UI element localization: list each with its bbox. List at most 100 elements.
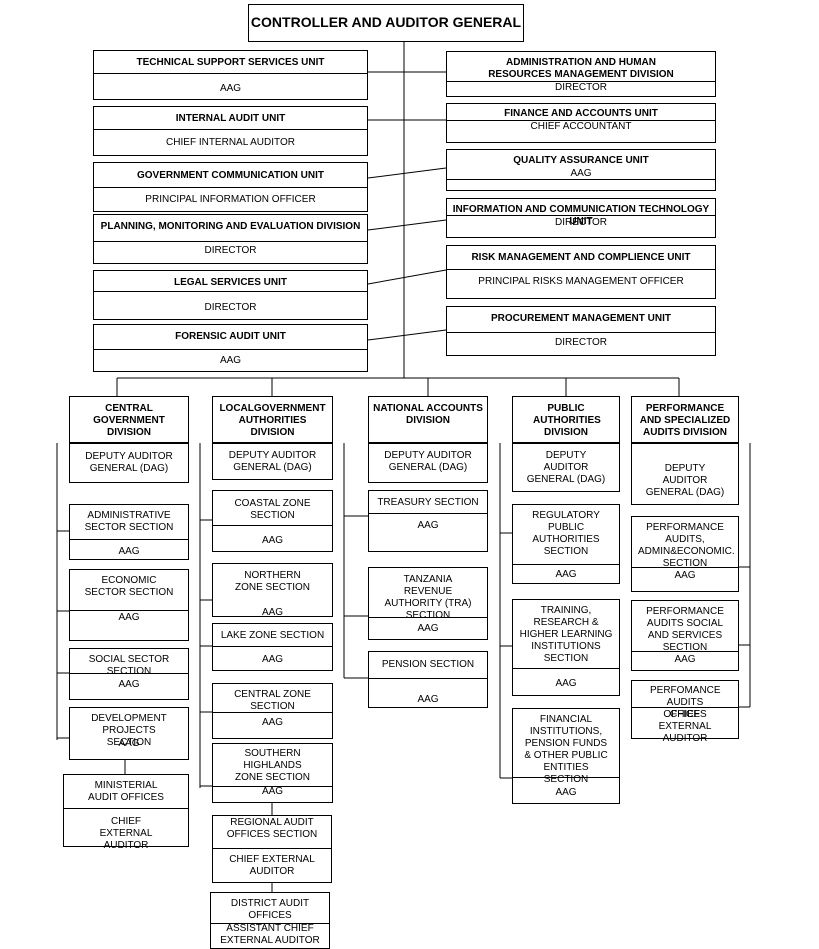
performance-dag-box: DEPUTY AUDITOR GENERAL (DAG) — [631, 443, 739, 505]
public-section-regulatory: REGULATORY PUBLIC AUTHORITIES SECTION AA… — [512, 504, 620, 584]
section-name: PERFOMANCE AUDITS OFFICES — [650, 685, 721, 720]
dag-label: DEPUTY AUDITOR GENERAL (DAG) — [85, 451, 173, 474]
unit-head: AAG — [219, 83, 242, 94]
dag-label: DEPUTY AUDITOR GENERAL (DAG) — [228, 450, 317, 473]
office-head: ASSISTANT CHIEF EXTERNAL AUDITOR — [220, 923, 320, 946]
division-performance-specialized: PERFORMANCE AND SPECIALIZED AUDITS DIVIS… — [631, 396, 739, 443]
section-name: PENSION SECTION — [381, 659, 475, 670]
division-public-authorities: PUBLIC AUTHORITIES DIVISION — [512, 396, 620, 443]
division-name: LOCALGOVERNMENT AUTHORITIES DIVISION — [219, 403, 326, 438]
section-divider — [632, 567, 738, 568]
unit-divider — [94, 73, 367, 74]
local-dag-box: DEPUTY AUDITOR GENERAL (DAG) — [212, 443, 333, 480]
performance-section-social-services: PERFORMANCE AUDITS SOCIAL AND SERVICES S… — [631, 600, 739, 671]
national-dag-box: DEPUTY AUDITOR GENERAL (DAG) — [368, 443, 488, 483]
unit-name: RISK MANAGEMENT AND COMPLIENCE UNIT — [471, 252, 691, 263]
section-name: CENTRAL ZONE SECTION — [234, 689, 311, 712]
section-head: AAG — [555, 678, 577, 689]
national-section-treasury: TREASURY SECTION AAG — [368, 490, 488, 552]
central-dag-box: DEPUTY AUDITOR GENERAL (DAG) — [69, 443, 189, 483]
section-divider — [369, 513, 487, 514]
regional-audit-offices: REGIONAL AUDIT OFFICES SECTION CHIEF EXT… — [212, 815, 332, 883]
section-name: TRAINING, RESEARCH & HIGHER LEARNING INS… — [519, 605, 613, 664]
dag-label: DEPUTY AUDITOR GENERAL (DAG) — [384, 450, 472, 473]
section-divider — [513, 777, 619, 778]
office-head: CHIEF EXTERNAL AUDITOR — [99, 816, 153, 851]
central-section-administrative: ADMINISTRATIVE SECTOR SECTION AAG — [69, 504, 189, 560]
section-head: CHIEF EXTERNAL AUDITOR — [658, 709, 712, 744]
unit-divider — [447, 120, 715, 121]
section-name: REGULATORY PUBLIC AUTHORITIES SECTION — [532, 510, 600, 557]
unit-name: FINANCE AND ACCOUNTS UNIT — [504, 108, 658, 119]
local-section-central-zone: CENTRAL ZONE SECTION AAG — [212, 683, 333, 739]
office-divider — [211, 923, 329, 924]
left-unit-government-communication: GOVERNMENT COMMUNICATION UNIT PRINCIPAL … — [93, 162, 368, 212]
unit-divider — [447, 269, 715, 270]
section-head: AAG — [674, 654, 696, 665]
central-section-social: SOCIAL SECTOR SECTION AAG — [69, 648, 189, 700]
performance-section-audits-offices: PERFOMANCE AUDITS OFFICES CHIEF EXTERNAL… — [631, 680, 739, 744]
section-name: COASTAL ZONE SECTION — [234, 498, 311, 521]
unit-divider — [447, 332, 715, 333]
section-head: AAG — [118, 679, 140, 690]
section-head: AAG — [417, 623, 439, 634]
unit-name: FORENSIC AUDIT UNIT — [175, 331, 286, 342]
office-divider — [213, 848, 331, 849]
unit-head: CHIEF INTERNAL AUDITOR — [166, 137, 295, 148]
unit-name: INTERNAL AUDIT UNIT — [175, 113, 286, 124]
unit-head: AAG — [219, 355, 242, 366]
central-section-development: DEVELOPMENT PROJECTS SECTION AAG — [69, 707, 189, 760]
section-name: TANZANIA REVENUE AUTHORITY (TRA) SECTION — [384, 574, 472, 621]
section-name: SOCIAL SECTOR SECTION — [88, 654, 170, 677]
unit-divider — [94, 241, 367, 242]
right-unit-ict: INFORMATION AND COMMUNICATION TECHNOLOGY… — [446, 198, 716, 238]
unit-name: TECHNICAL SUPPORT SERVICES UNIT — [136, 57, 325, 68]
section-divider — [70, 673, 188, 674]
section-divider — [213, 646, 332, 647]
section-head: AAG — [555, 569, 577, 580]
dag-label: DEPUTY AUDITOR GENERAL (DAG) — [526, 450, 606, 485]
unit-head: PRINCIPAL INFORMATION OFFICER — [145, 194, 316, 205]
section-divider — [632, 651, 738, 652]
section-name: PERFORMANCE AUDITS, ADMIN&ECONOMIC. SECT… — [638, 522, 735, 569]
section-head: AAG — [261, 786, 284, 797]
unit-name: PLANNING, MONITORING AND EVALUATION DIVI… — [100, 221, 361, 232]
national-section-pension: PENSION SECTION AAG — [368, 651, 488, 708]
unit-head: DIRECTOR — [204, 302, 257, 313]
right-unit-procurement: PROCUREMENT MANAGEMENT UNIT DIRECTOR — [446, 306, 716, 356]
unit-name: GOVERNMENT COMMUNICATION UNIT — [136, 170, 325, 181]
ministerial-audit-offices: MINISTERIAL AUDIT OFFICES CHIEF EXTERNAL… — [63, 774, 189, 851]
division-name: PUBLIC AUTHORITIES DIVISION — [533, 403, 601, 438]
section-divider — [70, 539, 188, 540]
office-name: MINISTERIAL AUDIT OFFICES — [88, 780, 164, 803]
section-name: SOUTHERN HIGHLANDS ZONE SECTION — [234, 748, 310, 783]
section-name: DEVELOPMENT PROJECTS SECTION — [91, 713, 167, 748]
section-head: AAG — [118, 738, 140, 749]
section-head: AAG — [555, 787, 577, 798]
local-section-southern-highlands: SOUTHERN HIGHLANDS ZONE SECTION AAG — [212, 743, 333, 803]
unit-divider — [447, 81, 715, 82]
unit-name: ADMINISTRATION AND HUMAN RESOURCES MANAG… — [488, 57, 674, 80]
section-head: AAG — [118, 546, 140, 557]
public-dag-box: DEPUTY AUDITOR GENERAL (DAG) — [512, 443, 620, 492]
office-name: REGIONAL AUDIT OFFICES SECTION — [226, 817, 318, 840]
section-divider — [70, 610, 188, 611]
section-head: AAG — [674, 570, 696, 581]
district-audit-offices: DISTRICT AUDIT OFFICES ASSISTANT CHIEF E… — [210, 892, 330, 949]
section-head: AAG — [261, 535, 284, 546]
unit-name: LEGAL SERVICES UNIT — [174, 277, 287, 288]
right-unit-finance-accounts: FINANCE AND ACCOUNTS UNIT CHIEF ACCOUNTA… — [446, 103, 716, 143]
unit-head: PRINCIPAL RISKS MANAGEMENT OFFICER — [478, 276, 684, 287]
performance-section-admin-economic: PERFORMANCE AUDITS, ADMIN&ECONOMIC. SECT… — [631, 516, 739, 592]
section-divider — [213, 525, 332, 526]
section-name: ECONOMIC SECTOR SECTION — [84, 575, 174, 598]
left-unit-technical-support: TECHNICAL SUPPORT SERVICES UNIT AAG — [93, 50, 368, 100]
section-divider — [632, 707, 738, 708]
section-head: AAG — [261, 607, 284, 617]
unit-head: DIRECTOR — [554, 337, 608, 348]
section-head: AAG — [261, 717, 284, 728]
section-divider — [369, 678, 487, 679]
division-name: PERFORMANCE AND SPECIALIZED AUDITS DIVIS… — [639, 403, 731, 438]
section-head: AAG — [417, 694, 439, 705]
unit-head: AAG — [570, 168, 592, 179]
